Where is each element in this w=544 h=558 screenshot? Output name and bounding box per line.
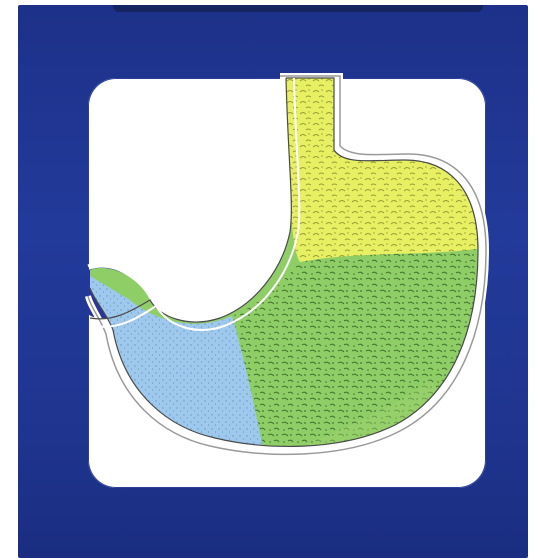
stomach-illustration bbox=[0, 0, 544, 558]
